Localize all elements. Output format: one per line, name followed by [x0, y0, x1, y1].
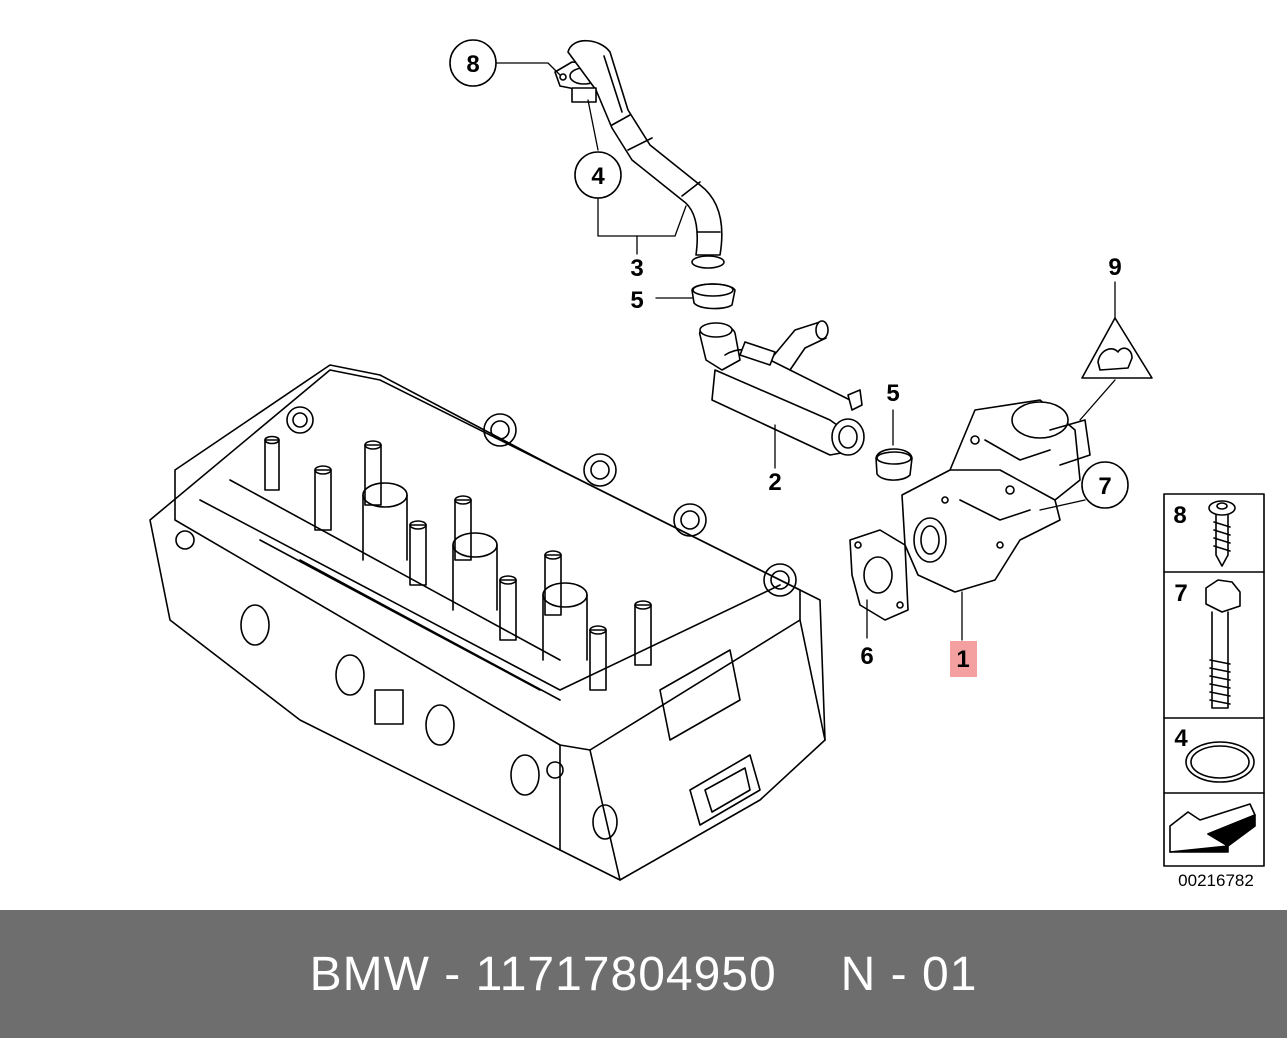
- sidebar-label-4: 4: [1174, 725, 1188, 752]
- sidebar-label-8: 8: [1173, 502, 1186, 529]
- part-3-pipe: [567, 39, 725, 269]
- diagram-reference-code: 00216782: [1178, 871, 1254, 890]
- callout-6: 6: [860, 643, 873, 670]
- callout-1: 1: [956, 646, 969, 673]
- sidebar-parts-panel: [1163, 493, 1265, 867]
- part-number-footer: BMW - 11717804950 N - 01: [0, 910, 1287, 1038]
- highlight-item-1: [950, 641, 977, 677]
- parts-diagram: 8 4 3 5 9 5 2 7 6 1 8 7 4 00216782: [149, 39, 1265, 890]
- callout-labels: 8 4 3 5 9 5 2 7 6 1 8 7 4 00216782: [466, 51, 1254, 890]
- callout-2: 2: [768, 469, 781, 496]
- part-5-clamp-lower: [875, 448, 913, 481]
- part-9-warning-label: [1081, 317, 1153, 379]
- footer-separator: -: [444, 947, 462, 1001]
- part-1-egr-valve: [901, 399, 1091, 593]
- callout-5-lower: 5: [886, 380, 899, 407]
- direction-arrow-icon: [1169, 803, 1256, 853]
- callout-9: 9: [1108, 254, 1121, 281]
- callout-5-upper: 5: [630, 287, 643, 314]
- sidebar-label-7: 7: [1174, 580, 1187, 607]
- callout-4: 4: [591, 163, 605, 190]
- part-6-gasket: [849, 529, 909, 621]
- callout-7: 7: [1098, 473, 1111, 500]
- callout-circle-7: [1081, 461, 1129, 509]
- footer-part-number: 11717804950: [475, 947, 777, 1001]
- callout-8: 8: [466, 51, 479, 78]
- callout-3: 3: [630, 255, 643, 282]
- o-ring-icon: [1185, 741, 1255, 783]
- bolt-icon: [1205, 579, 1241, 709]
- callout-circle-8: [449, 39, 497, 87]
- footer-position: N - 01: [840, 947, 978, 1001]
- footer-brand: BMW: [309, 947, 430, 1001]
- cylinder-head-drawing: [149, 364, 826, 881]
- part-5-clamp-upper: [691, 283, 736, 310]
- leader-lines: [495, 62, 1116, 641]
- screw-icon: [1208, 500, 1236, 567]
- part-2-egr-cooler: [699, 320, 865, 456]
- callout-circle-4: [574, 151, 622, 199]
